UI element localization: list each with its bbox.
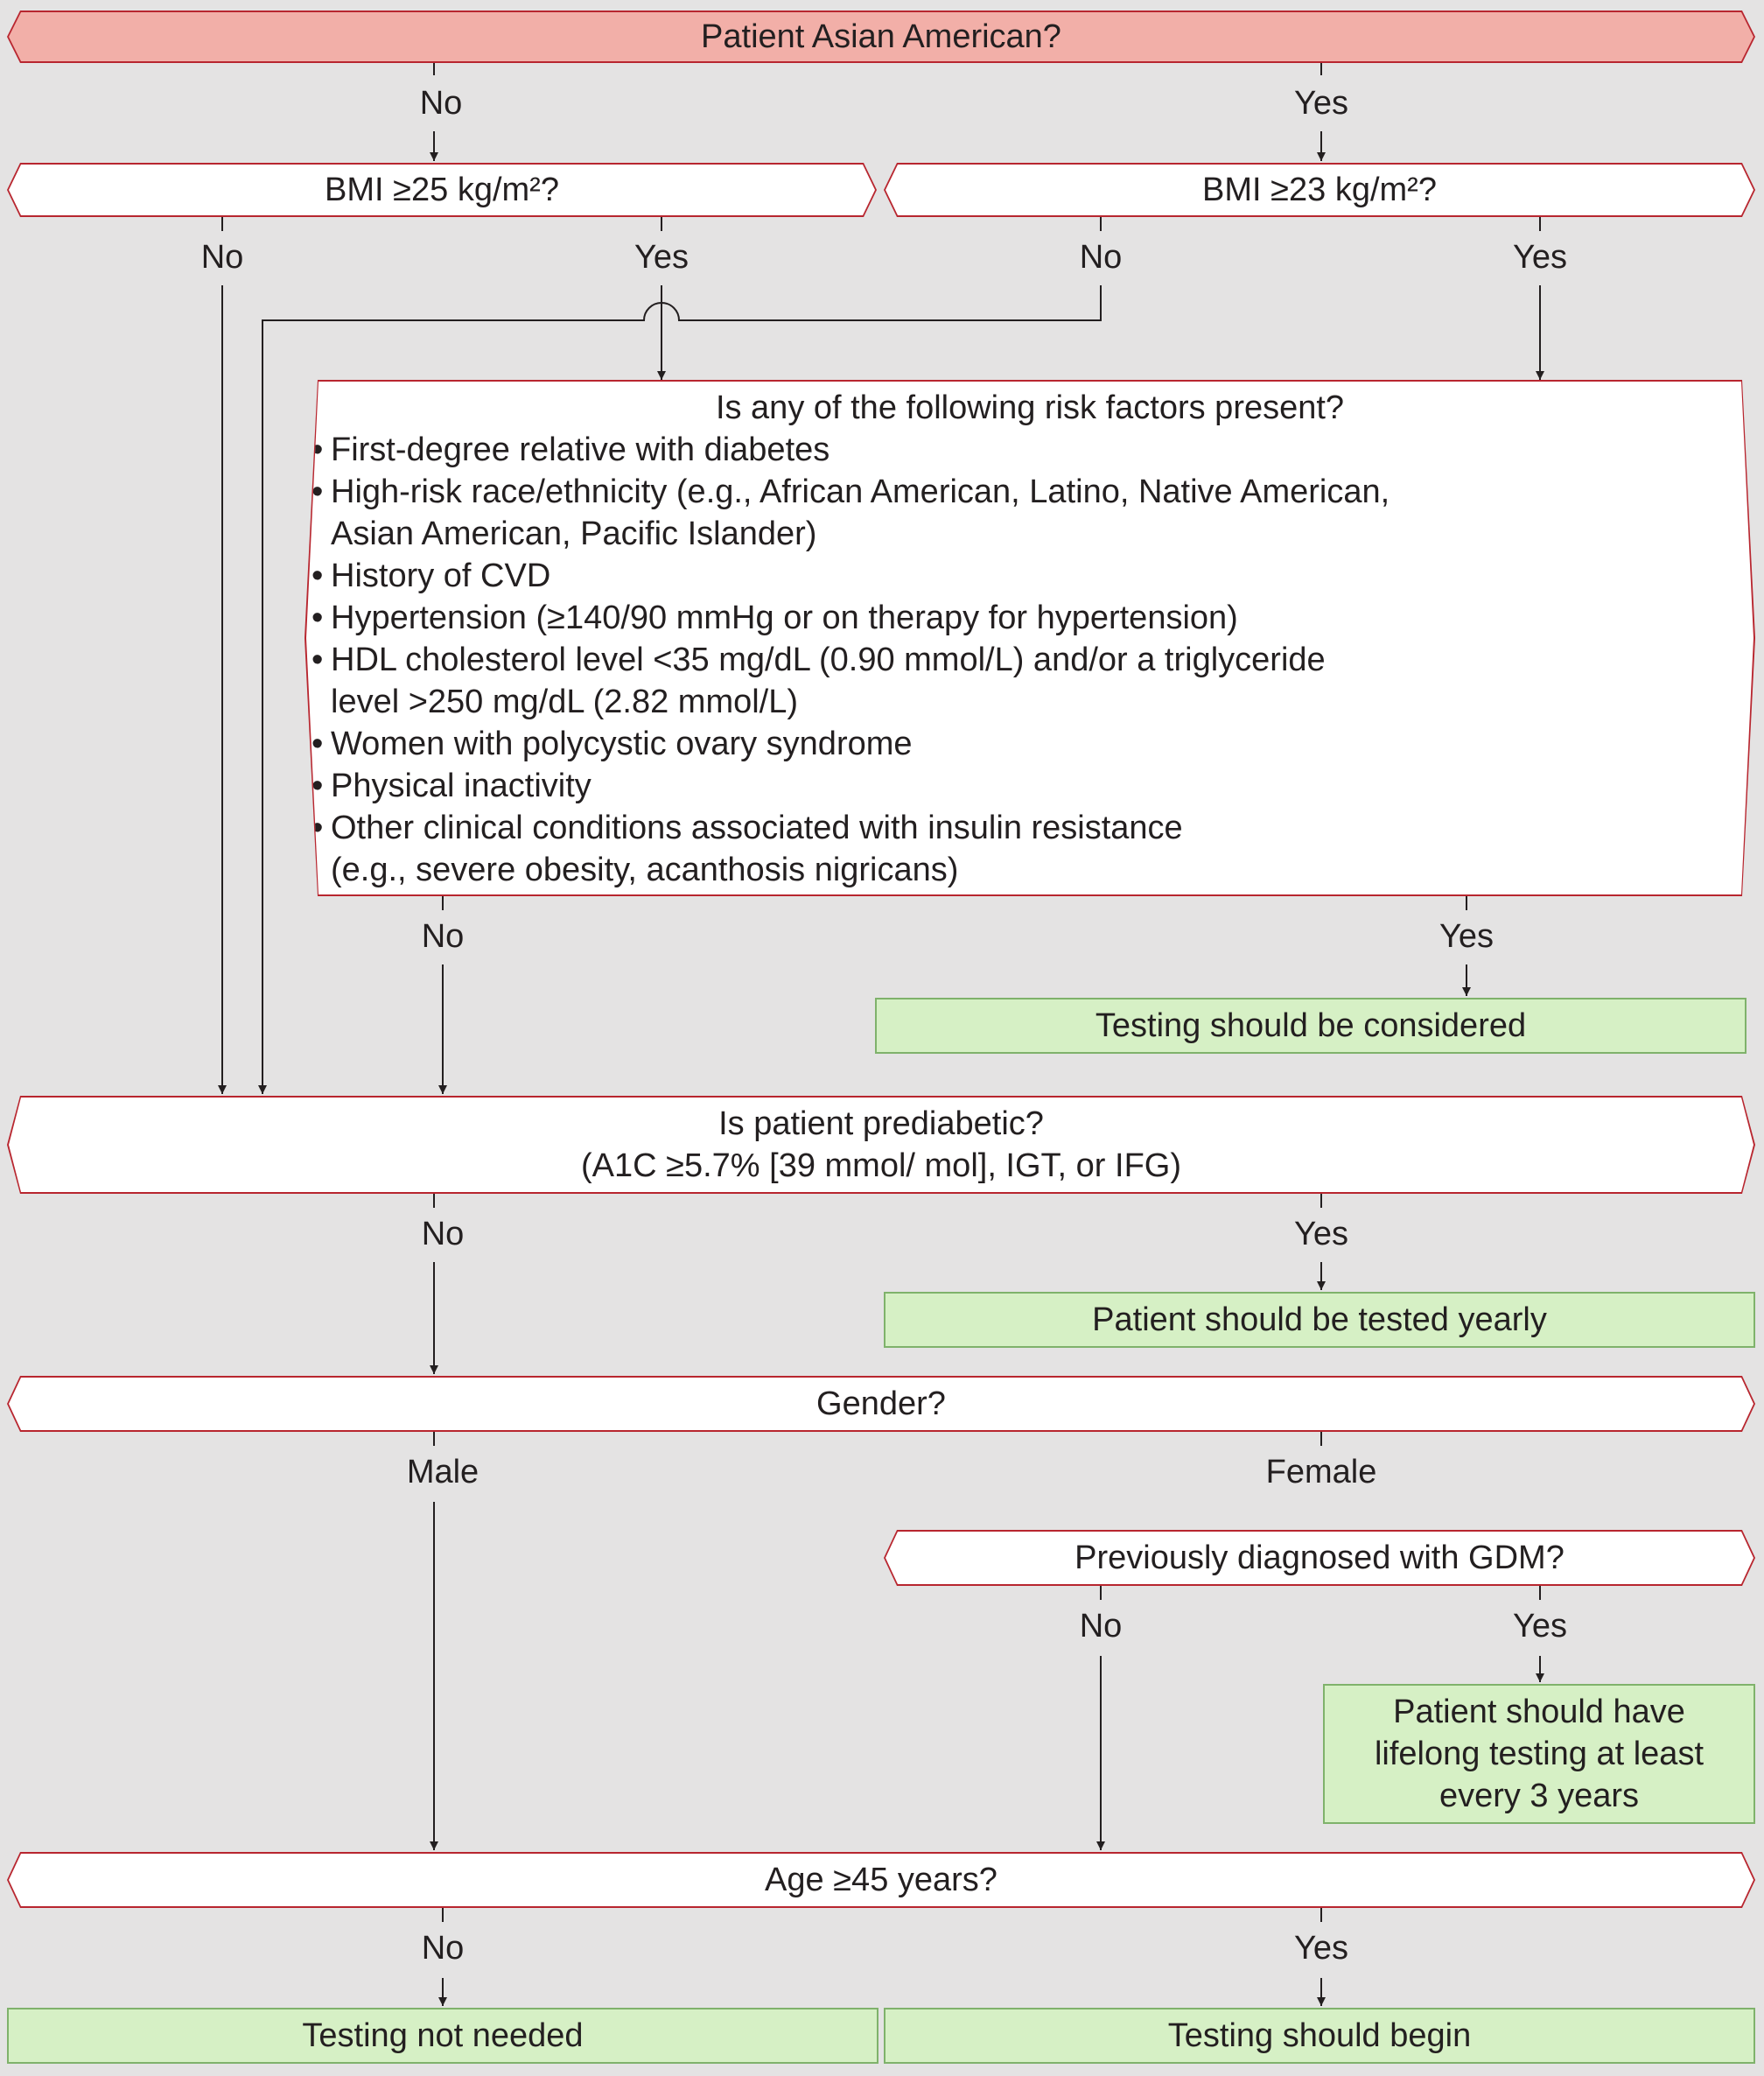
risk-factor-item: •Physical inactivity (312, 768, 592, 804)
gdm-decision: Previously diagnosed with GDM? (884, 1530, 1755, 1586)
edge-label-bmi25-yes: Yes (634, 239, 689, 276)
edge-label-risk-yes: Yes (1439, 918, 1494, 955)
risk-factor-item: •Women with polycystic ovary syndrome (312, 726, 913, 762)
testing-considered-result: Testing should be considered (875, 998, 1746, 1054)
connector-bmi23-no-route (258, 285, 1102, 1094)
gdm-question: Previously diagnosed with GDM? (1074, 1539, 1564, 1576)
edge-label-bmi23-no: No (1079, 239, 1123, 276)
tested-yearly-result: Patient should be tested yearly (884, 1292, 1755, 1348)
edge-label-start-no: No (419, 85, 463, 122)
bmi23-question: BMI ≥23 kg/m²? (1202, 172, 1437, 208)
risk-factor-item-continued: level >250 mg/dL (2.82 mmol/L) (331, 684, 799, 720)
lifelong-line-3: every 3 years (1438, 1778, 1640, 1814)
edge-label-age-no: No (421, 1930, 465, 1967)
testing-considered-text: Testing should be considered (1095, 1007, 1527, 1044)
risk-factors-decision: Is any of the following risk factors pre… (304, 380, 1755, 896)
tested-yearly-text: Patient should be tested yearly (1092, 1301, 1547, 1338)
gender-decision: Gender? (7, 1376, 1755, 1432)
bmi25-decision: BMI ≥25 kg/m²? (7, 163, 877, 217)
risk-factor-item-continued: (e.g., severe obesity, acanthosis nigric… (331, 852, 959, 888)
bmi25-question: BMI ≥25 kg/m²? (325, 172, 559, 208)
edge-label-bmi23-yes: Yes (1513, 239, 1567, 276)
lifelong-testing-result: Patient should have lifelong testing at … (1323, 1684, 1755, 1824)
edge-label-pre-no: No (421, 1216, 465, 1252)
start-decision: Patient Asian American? (7, 11, 1755, 63)
prediabetic-decision: Is patient prediabetic? (A1C ≥5.7% [39 m… (7, 1096, 1755, 1194)
testing-begin-text: Testing should begin (1167, 2017, 1472, 2054)
risk-factor-item: •First-degree relative with diabetes (312, 431, 830, 468)
age-question: Age ≥45 years? (765, 1862, 998, 1898)
risk-factor-item: •HDL cholesterol level <35 mg/dL (0.90 m… (312, 642, 1326, 678)
edge-label-gender-male: Male (406, 1454, 480, 1490)
risk-factor-item: •Other clinical conditions associated wi… (312, 810, 1183, 846)
edge-label-gdm-yes: Yes (1513, 1608, 1567, 1645)
risk-factor-item: •History of CVD (312, 558, 551, 594)
gender-question: Gender? (816, 1385, 946, 1422)
testing-not-needed-text: Testing not needed (302, 2017, 584, 2054)
risk-factors-title: Is any of the following risk factors pre… (715, 389, 1345, 426)
edge-label-bmi25-no: No (200, 239, 244, 276)
risk-factors-list: •First-degree relative with diabetes •Hi… (306, 429, 1754, 891)
age-decision: Age ≥45 years? (7, 1852, 1755, 1908)
risk-factor-item-continued: Asian American, Pacific Islander) (331, 515, 817, 552)
testing-begin-result: Testing should begin (884, 2008, 1755, 2064)
edge-label-gdm-no: No (1079, 1608, 1123, 1645)
edge-label-age-yes: Yes (1294, 1930, 1348, 1967)
prediabetic-criteria: (A1C ≥5.7% [39 mmol/ mol], IGT, or IFG) (580, 1147, 1181, 1184)
risk-factor-item: •Hypertension (≥140/90 mmHg or on therap… (312, 600, 1238, 636)
lifelong-line-2: lifelong testing at least (1374, 1736, 1704, 1772)
edge-label-risk-no: No (421, 918, 465, 955)
prediabetic-question: Is patient prediabetic? (718, 1105, 1044, 1142)
risk-factor-item: •High-risk race/ethnicity (e.g., African… (312, 473, 1390, 510)
lifelong-line-1: Patient should have (1393, 1694, 1685, 1730)
bmi23-decision: BMI ≥23 kg/m²? (884, 163, 1755, 217)
testing-not-needed-result: Testing not needed (7, 2008, 878, 2064)
start-question: Patient Asian American? (701, 18, 1061, 55)
edge-label-gender-female: Female (1265, 1454, 1377, 1490)
edge-label-start-yes: Yes (1294, 85, 1348, 122)
edge-label-pre-yes: Yes (1294, 1216, 1348, 1252)
